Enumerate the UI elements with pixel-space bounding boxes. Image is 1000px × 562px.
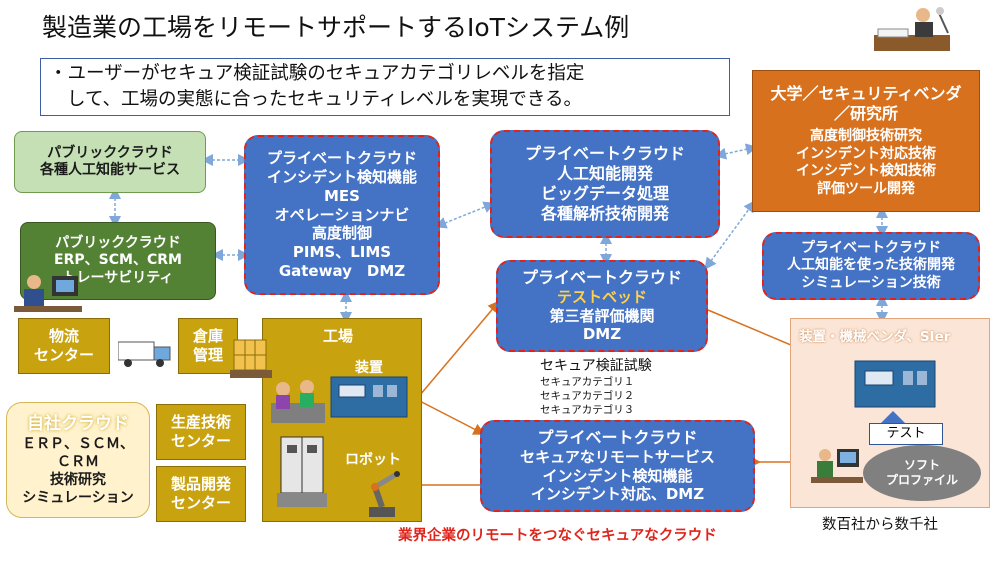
private-cloud-sim-line-2: シミュレーション技術: [801, 274, 941, 291]
private-cloud-remote: プライベートクラウド セキュアなリモートサービス インシデント検知機能 インシデ…: [480, 420, 755, 512]
private-cloud-remote-line-1: セキュアなリモートサービス: [520, 447, 715, 466]
vendor-test-label: テスト: [869, 423, 943, 445]
private-cloud-factory-title: プライベートクラウド: [266, 149, 417, 168]
vendor-area: 装置・機械ベンダ、SIer テスト ソフト プロファイル: [790, 318, 990, 508]
university-line-1: 高度制御技術研究: [810, 128, 922, 144]
private-cloud-testbed-line-1: 第三者評価機関: [549, 306, 655, 325]
production-center-line-1: 生産技術: [170, 413, 231, 432]
university-title-2: ／研究所: [833, 104, 898, 123]
factory-area: 工場 装置 ロボット: [262, 318, 422, 522]
private-cloud-factory-line-3: オペレーションナビ: [274, 205, 410, 224]
production-center-line-2: センター: [170, 432, 231, 450]
connector-device-testbed: [419, 300, 500, 396]
soft-profile-line-2: プロファイル: [885, 473, 958, 487]
product-center-line-1: 製品開発: [170, 475, 231, 494]
private-cloud-factory-line-6: Gateway DMZ: [278, 261, 406, 280]
soft-profile-disc: ソフト プロファイル: [863, 445, 981, 501]
warehouse-management: 倉庫 管理: [178, 318, 238, 374]
secure-test-list: セキュア検証試験 セキュアカテゴリ１ セキュアカテゴリ２ セキュアカテゴリ３: [540, 355, 710, 417]
warehouse-line-2: 管理: [192, 346, 223, 364]
logistics-line-2: センター: [33, 346, 94, 364]
own-cloud-line-2: ＣＲＭ: [57, 453, 99, 470]
university-line-4: 評価ツール開発: [817, 180, 915, 197]
page-title: 製造業の工場をリモートサポートするIoTシステム例: [42, 13, 630, 42]
private-cloud-remote-line-3: インシデント対応、DMZ: [530, 485, 705, 504]
control-cabinet-icon: [277, 436, 327, 507]
public-cloud-erp-line-2: トレーサビリティ: [62, 269, 174, 286]
connector-factory-ai: [434, 201, 496, 229]
vendor-title: 装置・機械ベンダ、SIer: [799, 329, 951, 345]
production-tech-center: 生産技術 センター: [156, 404, 246, 460]
description-box: ・ユーザーがセキュア検証試験のセキュアカテゴリレベルを指定 して、工場の実態に合…: [40, 58, 730, 116]
logistics-center: 物流 センター: [18, 318, 110, 374]
private-cloud-remote-title: プライベートクラウド: [537, 427, 698, 447]
own-cloud-line-3: 技術研究: [50, 472, 106, 489]
product-dev-center: 製品開発 センター: [156, 466, 246, 522]
footer-caption: 業界企業のリモートをつなぐセキュアなクラウド: [398, 528, 717, 544]
private-cloud-testbed-line-2: DMZ: [582, 325, 622, 344]
private-cloud-testbed: プライベートクラウド テストベッド 第三者評価機関 DMZ: [496, 260, 708, 352]
private-cloud-remote-line-2: インシデント検知機能: [542, 466, 693, 485]
factory-title: 工場: [323, 327, 354, 345]
soft-profile-line-1: ソフト: [903, 458, 940, 472]
university-line-3: インシデント検知技術: [796, 163, 936, 179]
private-cloud-factory-line-2: MES: [324, 186, 360, 205]
public-cloud-ai: パブリッククラウド 各種人工知能サービス: [14, 131, 206, 193]
private-cloud-ai-line-3: 各種解析技術開発: [540, 204, 669, 223]
vendor-engineer-icon: [811, 449, 863, 483]
vendor-device-icon: [854, 360, 936, 408]
private-cloud-sim-title: プライベートクラウド: [801, 239, 941, 256]
product-center-line-2: センター: [170, 494, 231, 512]
own-cloud: 自社クラウド ＥＲＰ、ＳＣＭ、 ＣＲＭ 技術研究 シミュレーション: [6, 402, 150, 518]
private-cloud-factory-line-5: PIMS、LIMS: [292, 243, 392, 262]
logistics-line-1: 物流: [48, 327, 79, 346]
public-cloud-erp-title: パブリッククラウド: [55, 234, 181, 251]
operator-clipart: [14, 275, 82, 312]
presenter-clipart: [874, 7, 950, 51]
own-cloud-line-1: ＥＲＰ、ＳＣＭ、: [22, 435, 134, 452]
public-cloud-erp-line-1: ERP、SCM、CRM: [54, 252, 182, 269]
secure-test-title: セキュア検証試験: [540, 358, 652, 374]
robot-arm-icon: [369, 471, 400, 517]
private-cloud-ai-title: プライベートクラウド: [524, 144, 685, 163]
secure-category-3: セキュアカテゴリ３: [540, 404, 635, 416]
factory-device-label: 装置: [355, 360, 383, 376]
private-cloud-factory-line-1: インシデント検知機能: [266, 168, 417, 187]
private-cloud-ai: プライベートクラウド 人工知能開発 ビッグデータ処理 各種解析技術開発: [490, 130, 720, 238]
private-cloud-sim-line-1: 人工知能を使った技術開発: [787, 257, 955, 274]
private-cloud-sim: プライベートクラウド 人工知能を使った技術開発 シミュレーション技術: [762, 232, 980, 300]
description-line-2: して、工場の実態に合ったセキュリティレベルを実現できる。: [67, 89, 583, 110]
vendor-count: 数百社から数千社: [822, 517, 938, 533]
own-cloud-title: 自社クラウド: [27, 413, 129, 434]
university-title-1: 大学／セキュリティベンダ: [770, 84, 962, 103]
connector-ai-university: [714, 143, 758, 160]
factory-device-icon: [330, 376, 408, 418]
private-cloud-ai-line-1: 人工知能開発: [556, 164, 653, 183]
university-box: 大学／セキュリティベンダ ／研究所 高度制御技術研究 インシデント対応技術 イン…: [752, 70, 980, 212]
truck-icon: [118, 341, 171, 367]
warehouse-line-1: 倉庫: [192, 327, 223, 346]
own-cloud-line-4: シミュレーション: [22, 490, 134, 507]
private-cloud-ai-line-2: ビッグデータ処理: [540, 184, 669, 203]
factory-robot-label: ロボット: [345, 452, 401, 468]
workers-clipart: [271, 380, 325, 423]
pallet-boxes-icon: [230, 339, 272, 378]
private-cloud-factory: プライベートクラウド インシデント検知機能 MES オペレーションナビ 高度制御…: [244, 135, 440, 295]
public-cloud-ai-title: パブリッククラウド: [47, 144, 173, 161]
university-line-2: インシデント対応技術: [796, 145, 936, 162]
secure-category-2: セキュアカテゴリ２: [540, 390, 635, 402]
vendor-up-arrow-icon: [881, 411, 905, 423]
description-line-1: ・ユーザーがセキュア検証試験のセキュアカテゴリレベルを指定: [49, 63, 585, 84]
secure-category-1: セキュアカテゴリ１: [540, 376, 635, 388]
public-cloud-ai-line: 各種人工知能サービス: [40, 162, 180, 178]
private-cloud-factory-line-4: 高度制御: [311, 224, 372, 243]
private-cloud-testbed-title: プライベートクラウド: [521, 267, 682, 287]
testbed-label: テストベッド: [556, 287, 647, 306]
connector-testbed-university: [704, 200, 756, 270]
